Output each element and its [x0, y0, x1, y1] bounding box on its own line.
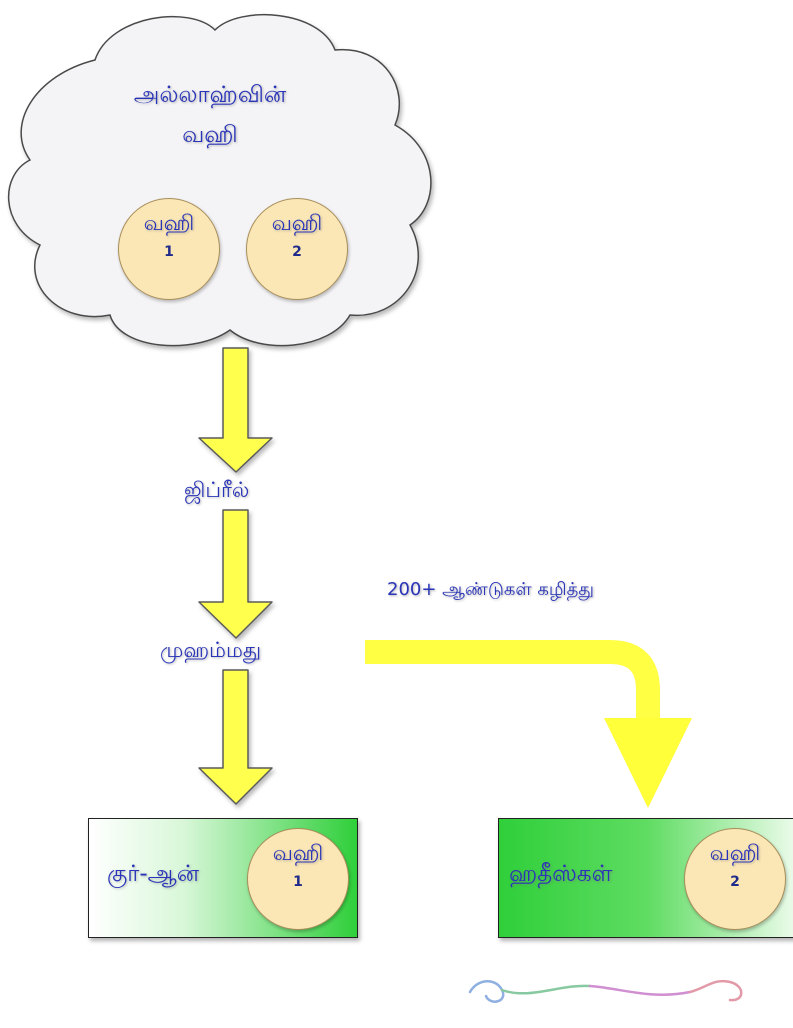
wahi-circle-2: வஹி 2 — [246, 198, 348, 300]
bent-arrow — [365, 640, 692, 808]
muhammad-label: முஹம்மது — [160, 638, 262, 662]
cloud-shape — [8, 14, 432, 347]
hadith-box: ஹதீஸ்கள் வஹி 2 — [498, 818, 793, 938]
wahi-circle-1: வஹி 1 — [118, 198, 220, 300]
hadith-label: ஹதீஸ்கள் — [509, 861, 613, 887]
down-arrow — [198, 509, 273, 639]
circle-number: 2 — [292, 244, 302, 260]
cloud-title: அல்லாஹ்வின் — [133, 82, 287, 108]
quran-label: குர்-ஆன் — [107, 861, 200, 887]
down-arrow — [198, 669, 273, 805]
quran-box: குர்-ஆன் வஹி 1 — [88, 818, 358, 938]
circle-label: வஹி — [709, 841, 761, 865]
circle-number: 1 — [164, 244, 174, 260]
circle-label: வஹி — [271, 211, 323, 235]
wahi-circle-2: வஹி 2 — [684, 828, 786, 930]
circle-label: வஹி — [143, 211, 195, 235]
down-arrow — [198, 347, 273, 473]
jibreel-label: ஜிப்ரீல் — [184, 478, 250, 502]
circle-number: 1 — [293, 874, 303, 890]
circle-label: வஹி — [272, 841, 324, 865]
cloud-subtitle: வஹி — [182, 122, 238, 148]
swirl-ornament — [468, 979, 743, 1003]
wahi-circle-1: வஹி 1 — [247, 828, 349, 930]
circle-number: 2 — [730, 874, 740, 890]
branch-label: 200+ ஆண்டுகள் கழித்து — [387, 579, 594, 600]
